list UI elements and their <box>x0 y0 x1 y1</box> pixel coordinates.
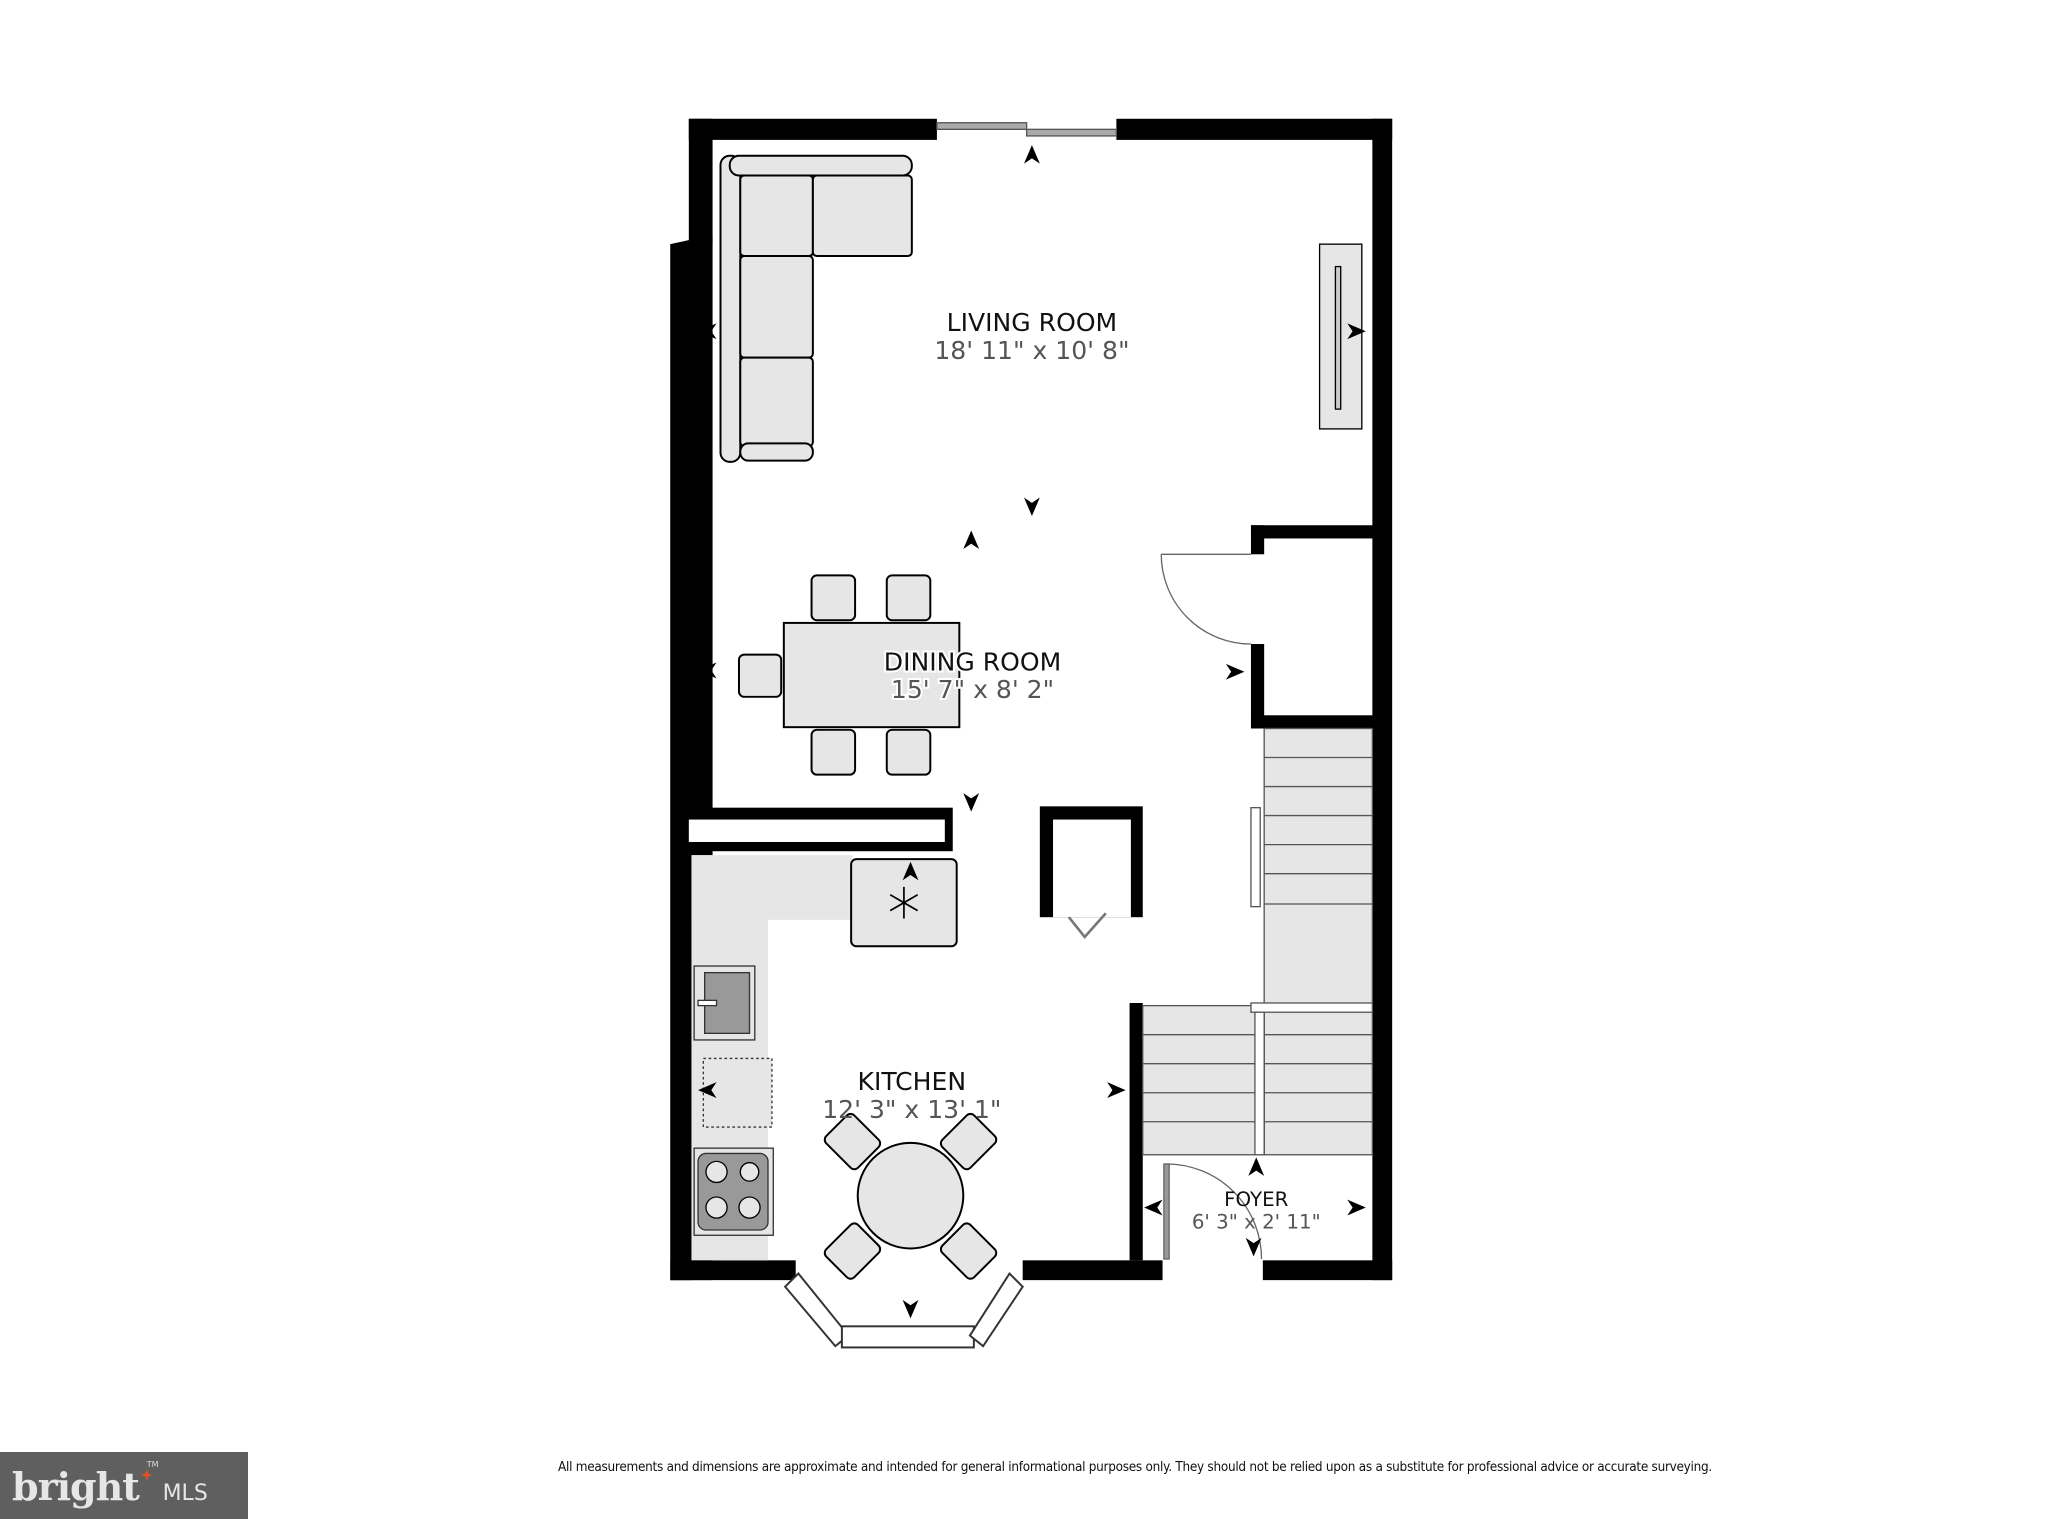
sectional-sofa <box>719 154 913 463</box>
room-dimensions-dining: 15' 7" x 8' 2" <box>891 675 1054 704</box>
arrow-up-icon <box>902 861 919 881</box>
logo-trademark: TM <box>146 1460 159 1469</box>
arrow-right-icon <box>1225 663 1245 680</box>
room-dimensions-living: 18' 11" x 10' 8" <box>934 336 1129 365</box>
snowflake-icon <box>889 886 919 919</box>
bay-window <box>783 1271 1024 1349</box>
sliding-door <box>936 122 1118 137</box>
logo-suffix: MLS <box>162 1481 208 1506</box>
arrow-down-icon <box>1024 497 1040 517</box>
room-name-living: LIVING ROOM <box>947 308 1118 337</box>
logo-mark: TM <box>140 1460 159 1481</box>
tv-console <box>1318 243 1363 430</box>
arrow-right-icon <box>1347 1199 1366 1216</box>
bright-mls-logo: bright TM MLS <box>0 1452 248 1519</box>
walls <box>670 118 1393 1281</box>
dining-set <box>737 574 961 776</box>
staircase <box>1142 727 1374 1156</box>
stove <box>693 1147 774 1236</box>
sink <box>693 965 756 1041</box>
room-dimensions-foyer: 6' 3" x 2' 11" <box>1192 1211 1321 1234</box>
arrow-up-icon <box>1248 1157 1265 1176</box>
arrow-left-icon <box>698 323 717 340</box>
direction-arrows <box>698 145 1366 1319</box>
kitchen-table <box>823 1112 998 1280</box>
arrow-down-icon <box>1245 1237 1262 1257</box>
arrow-up-icon <box>963 530 980 550</box>
disclaimer-text: All measurements and dimensions are appr… <box>558 1460 1712 1475</box>
room-name-dining: DINING ROOM <box>884 647 1061 676</box>
room-dimensions-kitchen: 12' 3" x 13' 1" <box>822 1095 1001 1124</box>
logo-brand: bright <box>12 1464 140 1509</box>
arrow-down-icon <box>902 1299 919 1319</box>
arrow-left-icon <box>1144 1199 1163 1216</box>
arrow-left-icon <box>698 662 717 679</box>
arrow-left-icon <box>698 1082 717 1099</box>
arrow-up-icon <box>1024 145 1040 164</box>
room-name-foyer: FOYER <box>1224 1188 1288 1211</box>
room-name-kitchen: KITCHEN <box>858 1067 967 1096</box>
dishwasher <box>702 1057 773 1128</box>
star-icon <box>140 1469 153 1481</box>
arrow-right-icon <box>1107 1082 1126 1099</box>
arrow-right-icon <box>1347 323 1366 340</box>
arrow-down-icon <box>963 793 980 812</box>
